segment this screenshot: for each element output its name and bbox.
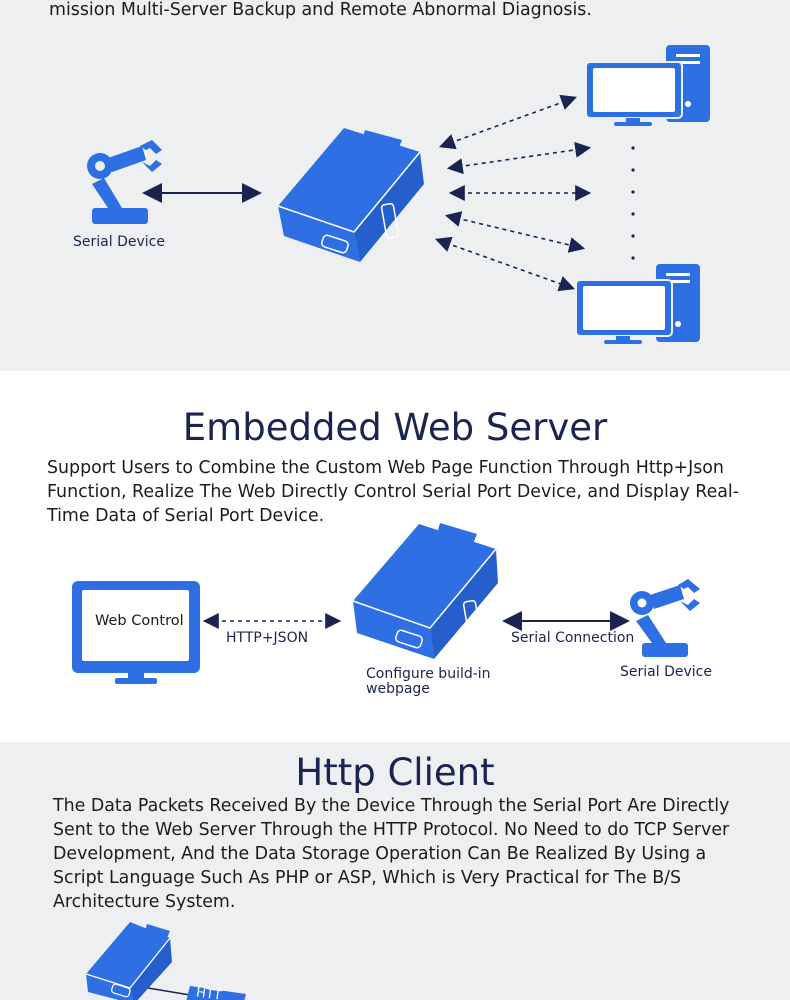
http-client-description: The Data Packets Received By the Device … [53,796,730,912]
configure-label-line1: Configure build-in [366,666,491,682]
robot-arm-icon [87,140,162,224]
server-computer-icon-bottom [575,264,700,344]
web-server-description: Support Users to Combine the Custom Web … [47,458,740,526]
http-client-title: Http Client [295,751,495,794]
multi-server-text-tail: mission Multi-Server Backup and Remote A… [49,0,592,20]
server-link-arrows [434,94,592,292]
http-json-label: HTTP+JSON [226,630,309,646]
web-server-diagram [72,523,700,684]
multi-server-section: mission Multi-Server Backup and Remote A… [0,0,790,371]
web-server-title: Embedded Web Server [182,406,608,449]
serial-server-device-icon [277,128,424,262]
http-client-section: Http Client The Data Packets Received By… [0,742,790,1000]
robot-arm-icon-2 [630,579,700,657]
web-control-label: Web Control [95,613,184,629]
configure-label-line2: webpage [366,681,430,697]
serial-server-device-icon-2 [352,523,498,659]
server-computer-icon-top [585,45,710,126]
serial-connection-label: Serial Connection [511,630,635,646]
multi-server-diagram [87,45,710,344]
web-control-monitor-icon [72,581,200,684]
ellipsis-dots [631,146,635,260]
serial-device-label: Serial Device [73,234,165,250]
serial-server-device-icon-3 [85,922,172,1000]
web-server-section: Embedded Web Server Support Users to Com… [0,371,790,742]
http-tag-text: HTT [195,985,223,1000]
serial-device-label-2: Serial Device [620,664,712,680]
http-client-diagram [85,922,246,1000]
http-tag-badge [186,986,246,1000]
